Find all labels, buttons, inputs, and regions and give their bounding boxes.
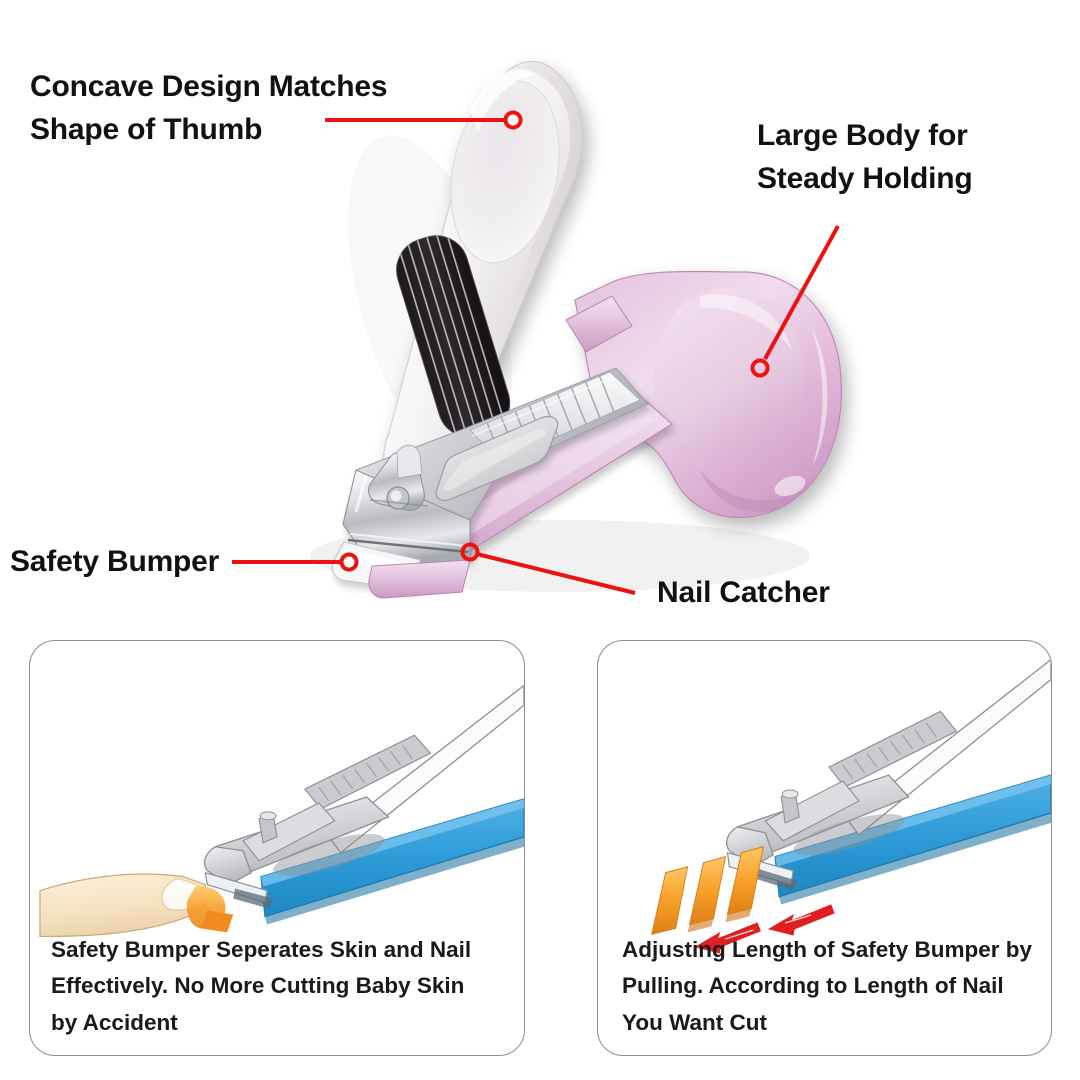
adjust-direction-arrows [694, 904, 835, 954]
callout-label-nail-catcher: Nail Catcher [657, 576, 830, 609]
pink-handle-body [574, 270, 842, 519]
panel-right-caption: Adjusting Length of Safety Bumper by Pul… [622, 936, 1033, 1035]
callout-label-safety-bumper: Safety Bumper [10, 545, 220, 578]
illustration-cutting-nail [39, 684, 524, 938]
panel-safety-bumper: Safety Bumper Seperates Skin and Nail Ef… [29, 640, 525, 1056]
chrome-clipper-head [331, 367, 649, 591]
callout-label-large-body: Large Body for Steady Holding [757, 119, 973, 195]
callout-label-concave-design: Concave Design Matches Shape of Thumb [30, 70, 388, 146]
illustration-adjust-bumper [651, 658, 1051, 936]
panel-adjust-bumper: Adjusting Length of Safety Bumper by Pul… [597, 640, 1052, 1056]
catcher-tip [368, 559, 471, 599]
pivot-collar [565, 295, 633, 353]
nail-file-pad [435, 416, 559, 501]
panel-left-caption: Safety Bumper Seperates Skin and Nail Ef… [51, 936, 472, 1035]
leader-safety-bumper [232, 552, 359, 572]
product-hero-illustration [232, 60, 842, 599]
pivot-lever [367, 444, 429, 511]
leader-nail-catcher [460, 542, 636, 595]
leader-large-body [750, 225, 840, 378]
leader-concave [325, 110, 523, 130]
nail-length-markers [651, 846, 764, 936]
grip-pad [396, 229, 511, 446]
leader-lines [232, 110, 840, 595]
